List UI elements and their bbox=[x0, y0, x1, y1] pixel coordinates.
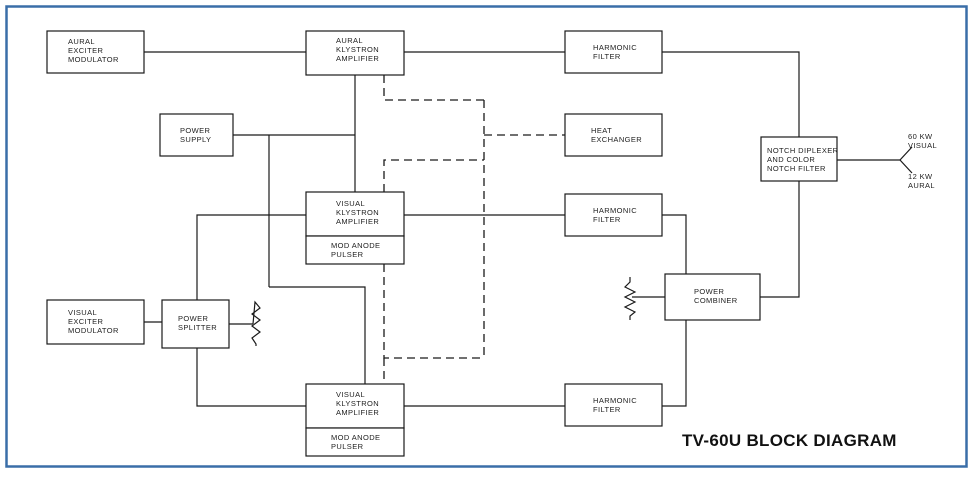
power-supply-label: POWER SUPPLY bbox=[180, 126, 213, 144]
visual-klystron-1-label: VISUAL KLYSTRON AMPLIFIER bbox=[336, 199, 382, 226]
visual-exciter-block bbox=[46, 299, 145, 345]
harmonic-filter-3-label: HARMONIC FILTER bbox=[593, 396, 640, 414]
harmonic-filter-2-label: HARMONIC FILTER bbox=[593, 206, 640, 224]
cooling-lines bbox=[383, 75, 565, 384]
harmonic-filter-3-block bbox=[564, 383, 663, 427]
notch-diplexer-block bbox=[760, 136, 838, 182]
harmonic-filter-1-block bbox=[564, 30, 663, 74]
mod-anode-pulser-1-block bbox=[305, 235, 405, 265]
visual-exciter-label: VISUAL EXCITER MODULATOR bbox=[68, 308, 119, 335]
harmonic-filter-2-block bbox=[564, 193, 663, 237]
notch-diplexer-label: NOTCH DIPLEXER AND COLOR NOTCH FILTER bbox=[767, 146, 841, 173]
mod-anode-pulser-2-block bbox=[305, 427, 405, 457]
aural-exciter-label: AURAL EXCITER MODULATOR bbox=[68, 37, 119, 64]
power-splitter-label: POWER SPLITTER bbox=[178, 314, 217, 332]
combiner-load-resistor bbox=[623, 277, 637, 320]
diagram-border bbox=[5, 5, 968, 468]
power-combiner-label: POWER COMBINER bbox=[694, 287, 738, 305]
mod-anode-pulser-1-label: MOD ANODE PULSER bbox=[331, 241, 383, 259]
diagram-title: TV-60U BLOCK DIAGRAM bbox=[682, 431, 897, 450]
heat-exchanger-block bbox=[564, 113, 663, 157]
visual-klystron-2-label: VISUAL KLYSTRON AMPLIFIER bbox=[336, 390, 382, 417]
visual-output-label: 60 KW VISUAL bbox=[908, 132, 937, 150]
splitter-load-resistor bbox=[251, 300, 261, 346]
aural-exciter-block bbox=[46, 30, 145, 74]
mod-anode-pulser-2-label: MOD ANODE PULSER bbox=[331, 433, 383, 451]
visual-klystron-2-block bbox=[305, 383, 405, 429]
aural-klystron-block bbox=[305, 30, 405, 76]
visual-klystron-1-block bbox=[305, 191, 405, 237]
aural-output-label: 12 KW AURAL bbox=[908, 172, 935, 190]
power-splitter-block bbox=[161, 299, 230, 349]
harmonic-filter-1-label: HARMONIC FILTER bbox=[593, 43, 640, 61]
heat-exchanger-label: HEAT EXCHANGER bbox=[591, 126, 642, 144]
power-supply-block bbox=[159, 113, 234, 157]
signal-wiring bbox=[144, 51, 913, 407]
power-combiner-block bbox=[664, 273, 761, 321]
aural-klystron-label: AURAL KLYSTRON AMPLIFIER bbox=[336, 36, 382, 63]
